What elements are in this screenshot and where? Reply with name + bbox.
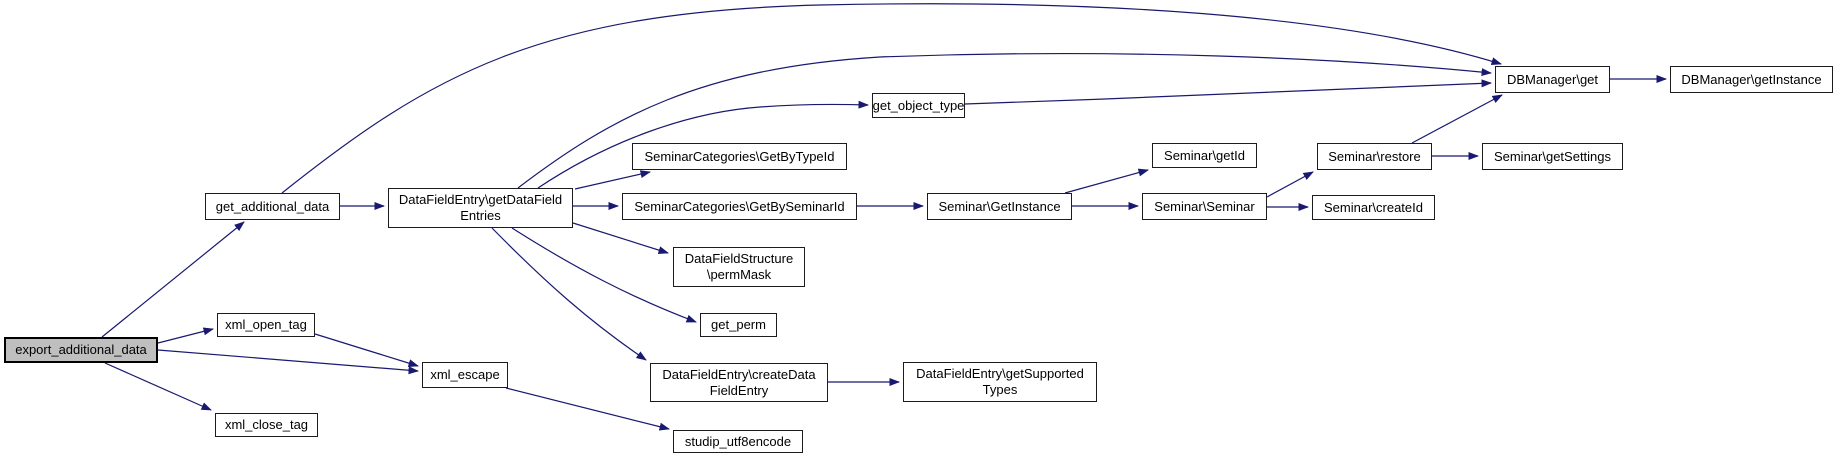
edge-export-additional-data--get-additional-data [101,221,245,338]
edge-seminar-seminar--seminar-restore [1266,171,1314,198]
node-seminarcategories-getbytypeid[interactable]: SeminarCategories\GetByTypeId [632,143,847,170]
node-xml-escape[interactable]: xml_escape [422,362,508,388]
node-seminar-getsettings[interactable]: Seminar\getSettings [1482,143,1623,170]
node-xml-close-tag[interactable]: xml_close_tag [215,413,318,437]
edge-export-additional-data--xml-open-tag [157,327,214,344]
node-seminar-getinstance[interactable]: Seminar\GetInstance [927,193,1072,220]
node-get-perm[interactable]: get_perm [700,313,777,337]
edge-datafieldentry-getdatafieldentries--get-perm [511,227,697,323]
node-datafieldentry-getsupportedtypes[interactable]: DataFieldEntry\getSupported Types [903,362,1097,402]
node-xml-open-tag[interactable]: xml_open_tag [217,313,315,337]
edge-export-additional-data--xml-close-tag [104,362,212,411]
node-seminar-seminar[interactable]: Seminar\Seminar [1142,193,1267,220]
edge-xml-open-tag--xml-escape [314,333,419,368]
node-datafieldstructure-permmask[interactable]: DataFieldStructure \permMask [673,247,805,287]
node-get-additional-data[interactable]: get_additional_data [205,193,340,220]
node-get-object-type[interactable]: get_object_type [872,93,965,118]
edge-get-additional-data--dbmanager-get [281,3,1502,194]
node-seminar-getid[interactable]: Seminar\getId [1152,143,1257,168]
node-seminarcategories-getbyseminarid[interactable]: SeminarCategories\GetBySeminarId [622,193,857,220]
edge-seminar-getinstance--seminar-getid [1064,168,1149,194]
node-seminar-createid[interactable]: Seminar\createId [1312,195,1435,220]
node-dbmanager-getinstance[interactable]: DBManager\getInstance [1670,66,1833,93]
node-seminar-restore[interactable]: Seminar\restore [1317,143,1432,170]
edge-datafieldentry-getdatafieldentries--seminarcategories-getbytypeid [574,170,651,190]
node-datafieldentry-getdatafieldentries[interactable]: DataFieldEntry\getDataField Entries [388,188,573,228]
edge-datafieldentry-getdatafieldentries--dbmanager-get [517,53,1492,189]
edge-xml-escape--studip-utf8encode [505,387,670,431]
edge-get-object-type--dbmanager-get [964,79,1492,105]
edge-datafieldentry-getdatafieldentries--datafieldentry-createdatafieldentry [491,227,647,361]
edge-export-additional-data--xml-escape [157,349,419,375]
edge-seminar-restore--dbmanager-get [1411,94,1503,144]
edge-datafieldentry-getdatafieldentries--datafieldstructure-permmask [572,222,669,254]
node-studip-utf8encode[interactable]: studip_utf8encode [673,430,803,453]
edge-datafieldentry-getdatafieldentries--get-object-type [537,100,869,189]
node-export-additional-data[interactable]: export_additional_data [4,337,158,363]
node-dbmanager-get[interactable]: DBManager\get [1495,66,1610,93]
node-datafieldentry-createdatafieldentry[interactable]: DataFieldEntry\createData FieldEntry [650,363,828,402]
